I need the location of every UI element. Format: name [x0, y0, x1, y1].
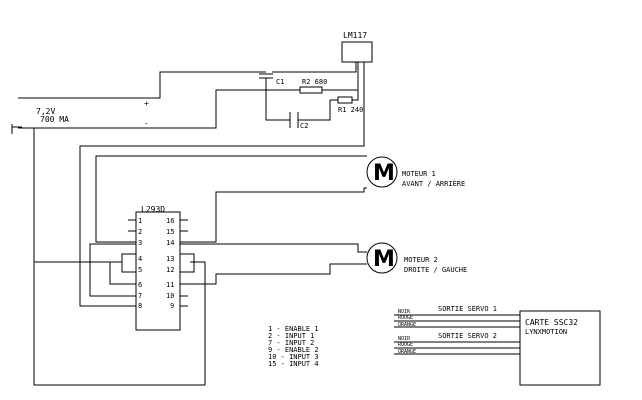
motor-1-desc: AVANT / ARRIÈRE: [402, 179, 465, 188]
pin-label-l3: 3: [138, 239, 142, 247]
legend-line-4: 9 - ENABLE 2: [268, 346, 319, 354]
wire-ground-down: [33, 128, 206, 386]
servo-1-wire-rouge: ROUGE: [398, 315, 413, 321]
pin-label-l4: 4: [138, 255, 142, 263]
pin-label-r14: 14: [166, 239, 174, 247]
wire-plus-rail: [18, 71, 266, 99]
pin-label-r9: 9: [170, 302, 174, 310]
wire-c2-right: [298, 100, 331, 121]
legend-line-2: 2 - INPUT 1: [268, 332, 314, 340]
pin-label-l5: 5: [138, 266, 142, 274]
legend-line-6: 15 - INPUT 4: [268, 360, 319, 368]
power-wires: [18, 62, 365, 386]
pin-block-right: [179, 253, 195, 273]
pin-label-r13: 13: [166, 255, 174, 263]
capacitor-c2: C2: [289, 112, 308, 130]
ssc32-line-1: CARTE SSC32: [525, 318, 578, 327]
r2-label: R2 680: [302, 78, 327, 86]
pin-label-r16: 16: [166, 217, 174, 225]
motor-2: M MOTEUR 2 DROITE / GAUCHE: [89, 242, 467, 297]
resistor-r2: R2 680: [299, 78, 327, 94]
motor-1: M MOTEUR 1 AVANT / ARRIÈRE: [95, 155, 465, 243]
pin-label-l7: 7: [138, 292, 142, 300]
servo-1-label: SORTIE SERVO 1: [438, 305, 497, 313]
regulator-lm117: LM117: [341, 31, 373, 63]
wire-motor2-bottom: [180, 263, 367, 285]
chip-name: L293D: [141, 205, 165, 214]
c2-label: C2: [300, 122, 308, 130]
motor-2-circle: [366, 242, 398, 274]
pin-label-l6: 6: [138, 281, 142, 289]
r2-body: [299, 86, 323, 94]
c1-label: C1: [276, 78, 284, 86]
legend-line-1: 1 - ENABLE 1: [268, 325, 319, 333]
chip-l293d: L293D 1 2 3 4 5 6 7 8 16 15 14 13 12 11 …: [121, 205, 195, 331]
battery-minus-sign: -: [144, 119, 149, 128]
pin-legend: 1 - ENABLE 1 2 - INPUT 1 7 - INPUT 2 9 -…: [268, 325, 319, 368]
motor-2-symbol: M: [373, 247, 395, 272]
wire-minus-rail: [18, 78, 267, 129]
pin-label-r12: 12: [166, 266, 174, 274]
pin-label-l1: 1: [138, 217, 142, 225]
pin-label-r15: 15: [166, 228, 174, 236]
wire-motor1-top: [95, 155, 367, 243]
motor-2-desc: DROITE / GAUCHE: [404, 266, 467, 274]
battery-plus-sign: +: [144, 99, 149, 108]
servo-1-wire-noir: NOIR: [398, 309, 411, 315]
servo-2-wire-noir: NOIR: [398, 336, 411, 342]
motor-1-circle: [366, 156, 398, 188]
battery-current: 700 MA: [40, 115, 69, 124]
wire-motor2-top: [89, 243, 367, 297]
legend-line-3: 7 - INPUT 2: [268, 339, 314, 347]
pin-label-l2: 2: [138, 228, 142, 236]
servo-2-wire-orange: ORANGE: [398, 349, 416, 355]
r1-label: R1 240: [338, 106, 363, 114]
wire-r1-out: [352, 62, 359, 101]
pin-label-r10: 10: [166, 292, 174, 300]
wire-c1-to-reg: [272, 62, 357, 73]
legend-line-5: 10 - INPUT 3: [268, 353, 319, 361]
wire-pin6: [109, 262, 128, 285]
regulator-box: [341, 41, 373, 63]
servo-section: CARTE SSC32 LYNXMOTION SORTIE SERVO 1 NO…: [394, 305, 601, 386]
motor-1-symbol: M: [373, 161, 395, 186]
motor-1-name: MOTEUR 1: [402, 170, 436, 178]
capacitor-c1: C1: [259, 73, 284, 86]
battery-voltage: 7,2V: [36, 107, 55, 116]
wire-motor1-bottom: [180, 187, 367, 243]
pin-block-left: [121, 253, 137, 273]
pin-label-r11: 11: [166, 281, 174, 289]
chip-left-wires: [34, 261, 128, 285]
motor-2-name: MOTEUR 2: [404, 256, 438, 264]
battery-input: 7,2V 700 MA + -: [11, 99, 149, 134]
pin-label-l8: 8: [138, 302, 142, 310]
servo-1-wire-orange: ORANGE: [398, 322, 416, 328]
servo-2-label: SORTIE SERVO 2: [438, 332, 497, 340]
r1-body: [337, 96, 353, 104]
wire-c2-left: [265, 90, 290, 121]
chip-body: [135, 211, 181, 331]
ssc32-line-2: LYNXMOTION: [525, 328, 567, 336]
servo-2-wire-rouge: ROUGE: [398, 342, 413, 348]
wire-reg-output: [79, 62, 365, 307]
resistor-r1: R1 240: [337, 96, 363, 114]
regulator-label: LM117: [343, 31, 367, 40]
